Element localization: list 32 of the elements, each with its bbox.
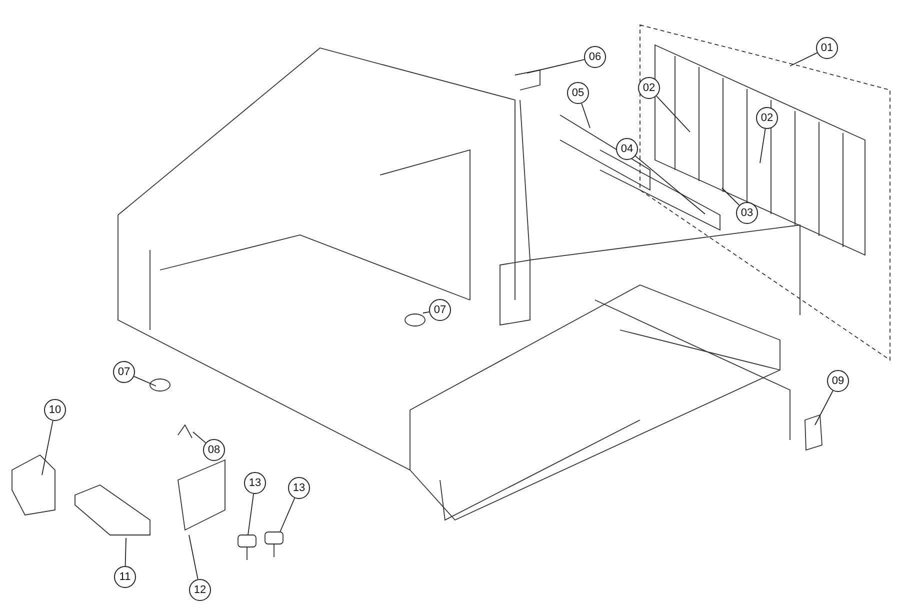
leader-line — [422, 311, 430, 314]
leader-line — [814, 390, 834, 426]
callout-number: 13 — [244, 472, 266, 494]
leader-line — [722, 188, 740, 206]
leader-line — [656, 96, 690, 132]
leader-line — [124, 538, 126, 566]
callout-number: 01 — [816, 37, 838, 59]
callout-number: 06 — [584, 46, 606, 68]
callout-number: 12 — [189, 579, 211, 601]
leader-line — [192, 432, 206, 444]
callout-number: 11 — [114, 566, 136, 588]
leader-line — [42, 420, 54, 476]
callout-number: 03 — [736, 202, 758, 224]
leader-line — [248, 493, 254, 536]
callout-number: 07 — [113, 361, 135, 383]
callout-number: 10 — [44, 399, 66, 421]
callout-number: 09 — [827, 370, 849, 392]
leader-line — [188, 534, 198, 580]
callout-number: 02 — [638, 77, 660, 99]
callout-number: 13 — [288, 477, 310, 499]
leader-line — [635, 156, 706, 214]
callout-number: 05 — [567, 82, 589, 104]
leader-line — [134, 376, 156, 386]
leader-line — [760, 128, 766, 164]
callout-number: 02 — [756, 107, 778, 129]
leader-line — [581, 102, 590, 128]
leader-line — [790, 52, 818, 66]
callout-number: 04 — [616, 138, 638, 160]
leader-line — [526, 59, 585, 74]
callout-number: 07 — [429, 299, 451, 321]
leader-line — [280, 498, 296, 532]
callout-number: 08 — [203, 439, 225, 461]
